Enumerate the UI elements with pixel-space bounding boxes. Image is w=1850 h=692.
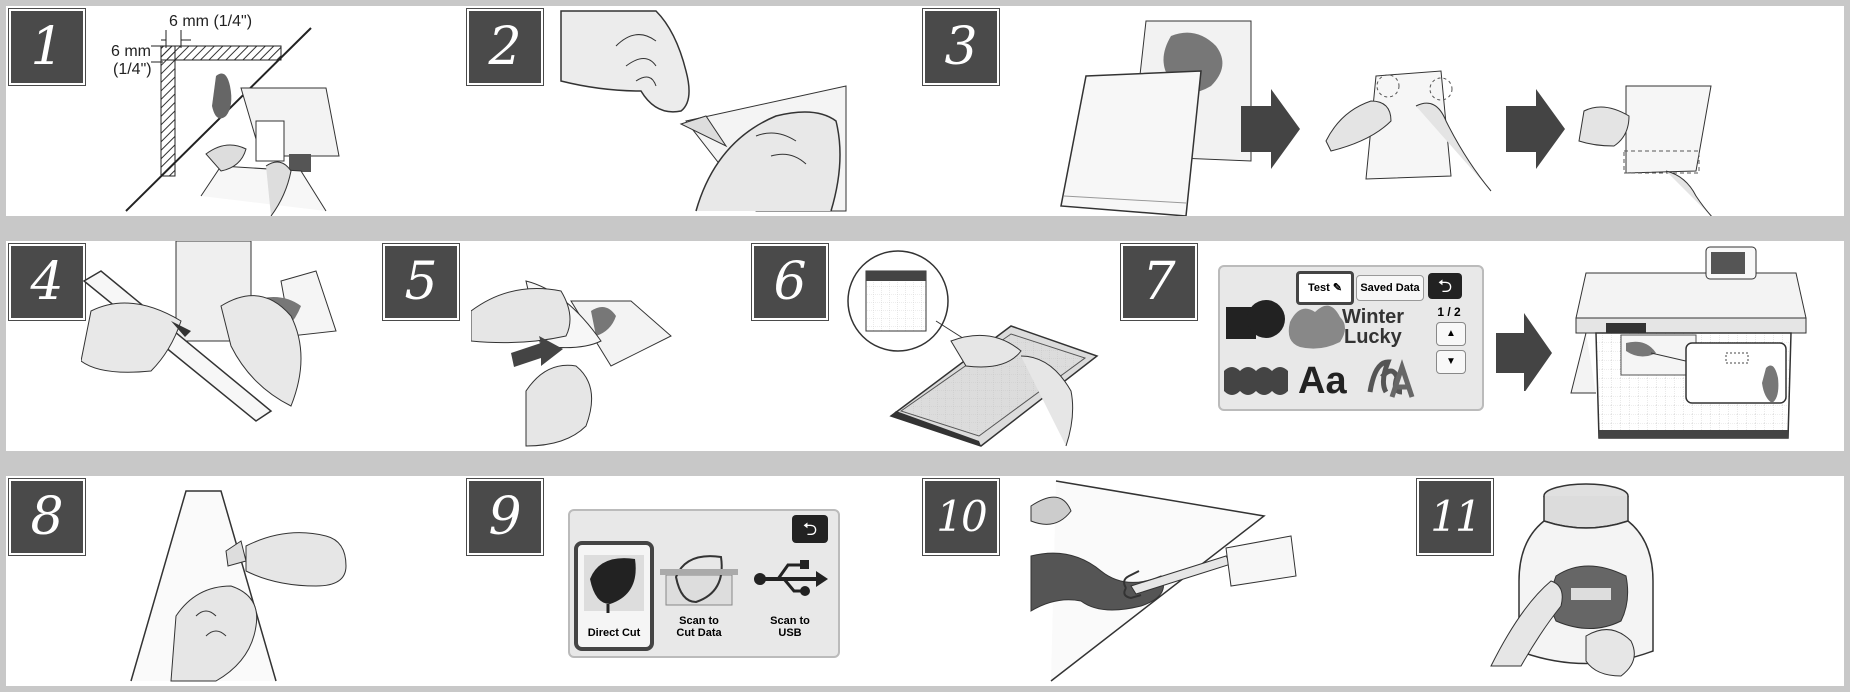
arrow-right-icon [511, 336, 563, 367]
step-number-badge: 9 [467, 479, 543, 555]
scan-leaf-icon [660, 555, 738, 606]
pattern-text-lucky: Lucky [1344, 326, 1403, 348]
step-number-badge: 6 [752, 244, 828, 320]
step-number-badge: 11 [1417, 479, 1493, 555]
step-2-illustration [560, 10, 847, 212]
arrow-right-icon [1506, 89, 1565, 169]
scan-to-usb-label-line1: Scan to [770, 615, 810, 627]
page-indicator: 1 / 2 [1437, 305, 1461, 319]
step-10-illustration [1030, 480, 1297, 682]
saved-data-button[interactable]: Saved Data [1356, 275, 1424, 301]
step-number-badge: 3 [923, 9, 999, 85]
step-number-badge: 10 [923, 479, 999, 555]
step-1-illustration: 6 mm (1/4") 6 mm (1/4") [111, 13, 340, 216]
test-button[interactable]: Test ✎ [1296, 271, 1354, 305]
font-sample-aa: Aa [1298, 360, 1347, 402]
step-3-illustration [1060, 20, 1712, 216]
step-number-badge: 5 [383, 244, 459, 320]
step-5-illustration [471, 280, 672, 447]
dimension-vertical-in-label: (1/4") [113, 61, 152, 78]
arrow-right-icon [1496, 313, 1552, 391]
step-7-touch-screen: Test ✎ Saved Data ⮌ 1 / 2 ▲ ▼ Winter Luc… [1218, 265, 1484, 411]
scan-to-cut-label-line1: Scan to [679, 615, 719, 627]
test-button-label: Test [1307, 282, 1330, 294]
dimension-horizontal-label: 6 mm (1/4") [169, 13, 252, 30]
direct-cut-label: Direct Cut [587, 627, 641, 639]
step-number-badge: 7 [1121, 244, 1197, 320]
page-down-button[interactable]: ▼ [1436, 350, 1466, 374]
back-icon[interactable]: ⮌ [1428, 273, 1462, 299]
step-6-illustration [847, 250, 1099, 447]
usb-icon [754, 560, 828, 596]
pattern-thumbnails: Winter Lucky Aa [1224, 300, 1415, 402]
page-up-button[interactable]: ▲ [1436, 322, 1466, 346]
leaf-icon [584, 555, 644, 613]
step-8-illustration [130, 490, 347, 682]
dimension-vertical-mm-label: 6 mm [111, 43, 151, 60]
circle-shape-icon [1247, 300, 1285, 338]
step-9-touch-screen: ⮌ Direct Cut Scan to Cut Data [568, 509, 840, 658]
scan-to-usb-button[interactable]: Scan to USB [750, 547, 830, 647]
instruction-row-1: 1 6 mm (1/4") 6 mm (1/4") 2 3 [6, 6, 1844, 216]
step-11-illustration [1490, 483, 1654, 677]
ornament-shape-icon [1288, 305, 1345, 349]
step-4-illustration [81, 241, 337, 422]
arrow-right-icon [1241, 89, 1300, 169]
step-number-badge: 2 [467, 9, 543, 85]
scan-to-cut-data-button[interactable]: Scan to Cut Data [656, 547, 742, 647]
pattern-text-winter: Winter [1342, 306, 1404, 328]
direct-cut-button[interactable]: Direct Cut [574, 541, 654, 651]
wave-border-icon [1224, 367, 1288, 395]
instruction-row-3: 8 9 ⮌ Direct Cut Scan to Cut Data [6, 476, 1844, 686]
instruction-row-2: 4 5 6 7 [6, 241, 1844, 451]
step-7-machine-illustration [1570, 246, 1807, 439]
back-icon[interactable]: ⮌ [792, 515, 828, 543]
step-number-badge: 1 [9, 9, 85, 85]
scan-to-cut-label-line2: Cut Data [676, 627, 722, 639]
scan-to-usb-label-line2: USB [778, 627, 802, 639]
step-number-badge: 8 [9, 479, 85, 555]
pen-icon: ✎ [1332, 282, 1343, 294]
step-number-badge: 4 [9, 244, 85, 320]
